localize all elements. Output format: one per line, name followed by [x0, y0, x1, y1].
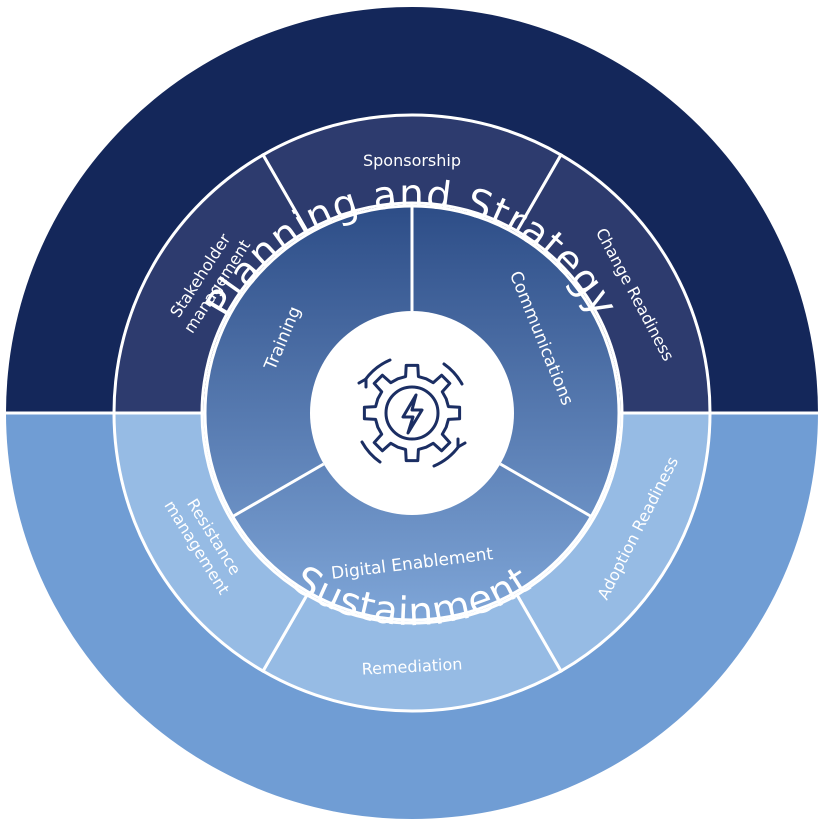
middle-ring-label-sponsorship: Sponsorship	[363, 151, 461, 170]
middle-ring	[112, 113, 712, 713]
gear-lightning-refresh-icon	[357, 358, 467, 468]
inner-ring-dividers	[231, 206, 593, 518]
middle-ring-segment-stakeholder-management	[112, 152, 310, 415]
center-circle	[310, 311, 514, 515]
